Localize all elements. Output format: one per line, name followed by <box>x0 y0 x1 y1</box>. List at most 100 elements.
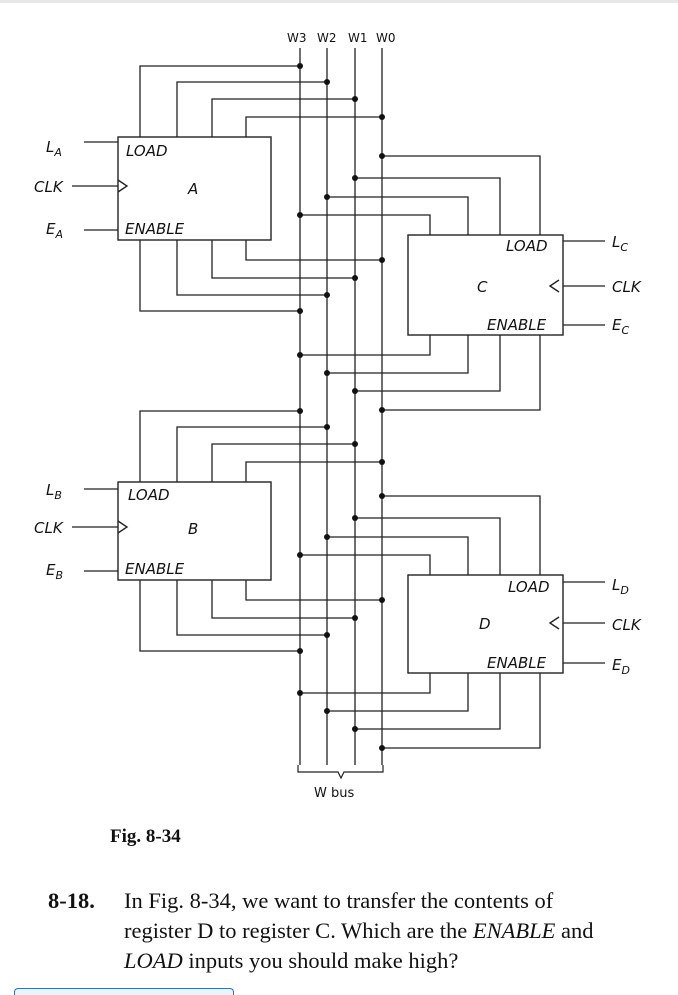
dot-d-out-0 <box>297 690 303 696</box>
wire-a-in-1 <box>176 81 327 137</box>
signal-clk-a: CLK <box>34 178 64 196</box>
bus-bit-label-w3: W3 <box>287 31 307 45</box>
dot-b-in-3 <box>379 459 385 465</box>
dot-a-in-1 <box>324 79 330 85</box>
dot-c-out-1 <box>324 370 330 376</box>
bus-bit-label-w2: W2 <box>317 31 337 45</box>
wire-a-out-2 <box>211 240 355 279</box>
register-d-enable-label: ENABLE <box>487 654 547 672</box>
wire-d-in-0 <box>382 495 541 575</box>
horizontal-scrollbar[interactable] <box>14 988 234 995</box>
signal-clk-b: CLK <box>34 519 64 537</box>
top-border <box>0 0 678 3</box>
dot-c-in-1 <box>352 175 358 181</box>
wire-c-in-2 <box>327 196 469 235</box>
clock-triangle-b <box>117 520 129 534</box>
signal-ld: LD <box>612 576 629 597</box>
clock-triangle-d <box>548 616 560 630</box>
wire-a-out-3 <box>245 240 382 261</box>
dot-c-in-0 <box>379 153 385 159</box>
signal-clk-c: CLK <box>612 278 642 296</box>
register-a-load-label: LOAD <box>126 142 168 160</box>
signal-clk-d: CLK <box>612 616 642 634</box>
problem-text: In Fig. 8-34, we want to transfer the co… <box>124 888 594 973</box>
wire-b-in-3 <box>245 461 382 482</box>
clock-triangle-a <box>117 179 129 193</box>
dot-d-in-3 <box>297 552 303 558</box>
register-d-load-label: LOAD <box>508 578 550 596</box>
dot-c-out-2 <box>352 388 358 394</box>
dot-a-in-3 <box>379 114 385 120</box>
wire-c-in-3 <box>300 214 431 235</box>
bus-bit-label-w1: W1 <box>348 31 368 45</box>
wire-a-in-3 <box>245 116 382 137</box>
dot-b-out-3 <box>379 597 385 603</box>
signal-lb: LB <box>46 481 62 502</box>
register-a-enable-label: ENABLE <box>125 220 185 238</box>
dot-d-in-2 <box>324 534 330 540</box>
dot-b-in-2 <box>352 441 358 447</box>
wire-c-out-0 <box>300 335 431 356</box>
dot-a-out-0 <box>297 308 303 314</box>
signal-lc: LC <box>612 233 628 254</box>
dot-d-in-1 <box>352 515 358 521</box>
problem-number: 8-18. <box>48 888 95 913</box>
dot-b-in-1 <box>324 424 330 430</box>
wire-d-out-1 <box>327 673 469 712</box>
register-b-box <box>117 481 272 581</box>
wire-d-in-2 <box>327 536 469 575</box>
dot-d-out-2 <box>352 726 358 732</box>
figure-caption: Fig. 8-34 <box>110 826 181 847</box>
signal-ea: EA <box>46 220 63 241</box>
register-d-box <box>407 574 564 674</box>
wire-c-out-1 <box>327 335 469 374</box>
wire-d-in-3 <box>300 554 431 575</box>
bus-name-label: W bus <box>314 786 354 801</box>
dot-d-in-0 <box>379 493 385 499</box>
wire-d-in-1 <box>355 517 501 575</box>
bus-bit-label-w0: W0 <box>376 31 396 45</box>
bus-brace <box>297 765 384 780</box>
dot-b-out-1 <box>324 632 330 638</box>
register-b-load-label: LOAD <box>128 486 170 504</box>
wire-c-out-3 <box>382 335 541 411</box>
signal-la: LA <box>46 138 62 159</box>
register-d-name: D <box>479 615 491 633</box>
dot-c-in-3 <box>297 212 303 218</box>
dot-b-in-0 <box>297 408 303 414</box>
wire-a-out-0 <box>139 240 300 312</box>
dot-c-out-0 <box>297 352 303 358</box>
wire-b-out-0 <box>139 580 300 652</box>
wire-b-in-2 <box>211 443 355 482</box>
wire-b-out-3 <box>245 580 382 601</box>
dot-a-in-2 <box>352 96 358 102</box>
register-a-box <box>117 136 272 241</box>
wire-d-out-0 <box>300 673 431 694</box>
dot-d-out-1 <box>324 708 330 714</box>
wire-d-out-3 <box>382 673 541 749</box>
register-c-box <box>407 234 564 336</box>
wire-a-in-0 <box>139 65 300 137</box>
wire-c-out-2 <box>355 335 501 392</box>
register-b-enable-label: ENABLE <box>125 560 185 578</box>
wire-d-out-2 <box>355 673 501 730</box>
register-b-name: B <box>188 520 198 538</box>
dot-a-out-2 <box>352 275 358 281</box>
dot-c-in-2 <box>324 194 330 200</box>
signal-eb: EB <box>46 561 63 582</box>
register-a-name: A <box>187 180 198 198</box>
dot-a-out-3 <box>379 257 385 263</box>
dot-a-in-0 <box>297 63 303 69</box>
wire-b-in-0 <box>139 410 300 482</box>
wire-b-out-2 <box>211 580 355 619</box>
dot-a-out-1 <box>324 292 330 298</box>
register-c-load-label: LOAD <box>506 237 548 255</box>
clock-triangle-c <box>548 279 560 293</box>
dot-b-out-0 <box>297 648 303 654</box>
wire-a-out-1 <box>176 240 327 296</box>
register-c-enable-label: ENABLE <box>487 316 547 334</box>
wire-a-in-2 <box>211 98 355 137</box>
wire-b-out-1 <box>176 580 327 636</box>
wire-b-in-1 <box>176 426 327 482</box>
